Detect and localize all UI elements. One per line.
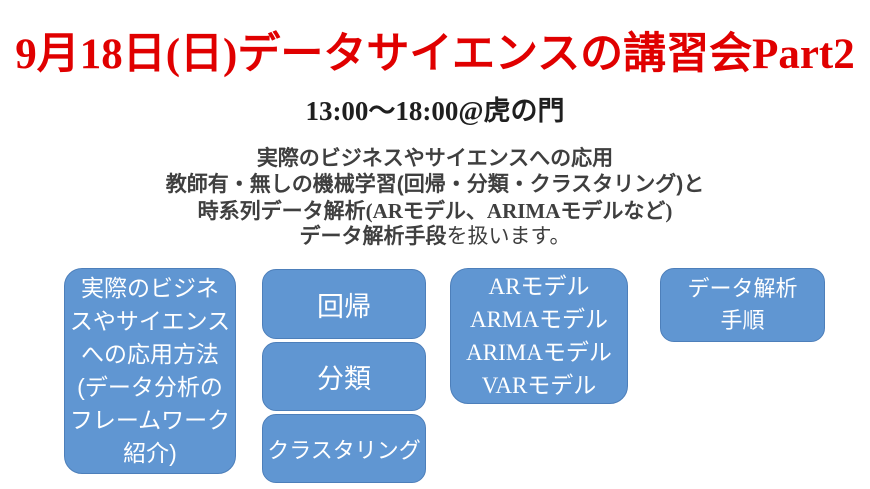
description-line-3: 時系列データ解析(ARモデル、ARIMAモデルなど) (197, 199, 673, 223)
topic-box-application-line: 紹介) (123, 440, 177, 466)
topic-box-time-series-line: ARモデル (488, 274, 590, 299)
topic-box-classification: 分類 (262, 342, 426, 411)
description-line-2: 教師有・無しの機械学習(回帰・分類・クラスタリング)と (165, 173, 705, 196)
topic-box-application-line: フレームワーク (69, 407, 231, 433)
topic-box-procedure-line: データ解析 (687, 276, 798, 301)
topic-box-procedure-line: 手順 (720, 308, 765, 333)
slide-subtitle: 13:00～18:00@虎の門 (305, 96, 565, 126)
topic-box-regression: 回帰 (262, 269, 426, 339)
slide-description: 実際のビジネスやサイエンスへの応用 教師有・無しの機械学習(回帰・分類・クラスタ… (0, 146, 870, 250)
topic-box-application-line: (データ分析の (77, 374, 223, 400)
topic-box-time-series-line: ARIMAモデル (466, 340, 612, 365)
topic-box-application-line: への応用方法 (81, 341, 219, 367)
slide-title: 9月18日(日)データサイエンスの講習会Part2 (15, 31, 855, 78)
topic-box-time-series-line: ARMAモデル (469, 307, 608, 332)
description-line-1: 実際のビジネスやサイエンスへの応用 (256, 147, 614, 170)
topic-box-analysis-procedure: データ解析 手順 (660, 268, 825, 342)
topic-box-time-series-line: VARモデル (481, 373, 597, 398)
topic-box-application-line: スやサイエンス (69, 308, 231, 334)
description-line-4-emphasis: データ解析手段 (299, 225, 447, 248)
description-line-4: データ解析手段を扱います。 (0, 224, 870, 250)
topic-box-application-line: 実際のビジネ (81, 275, 219, 301)
topic-box-application-method: 実際のビジネ スやサイエンス への応用方法 (データ分析の フレームワーク 紹介… (64, 268, 236, 474)
description-line-4-rest: を扱います。 (446, 225, 571, 248)
topic-box-time-series-models: ARモデル ARMAモデル ARIMAモデル VARモデル (450, 268, 628, 404)
topic-box-clustering: クラスタリング (262, 414, 426, 483)
